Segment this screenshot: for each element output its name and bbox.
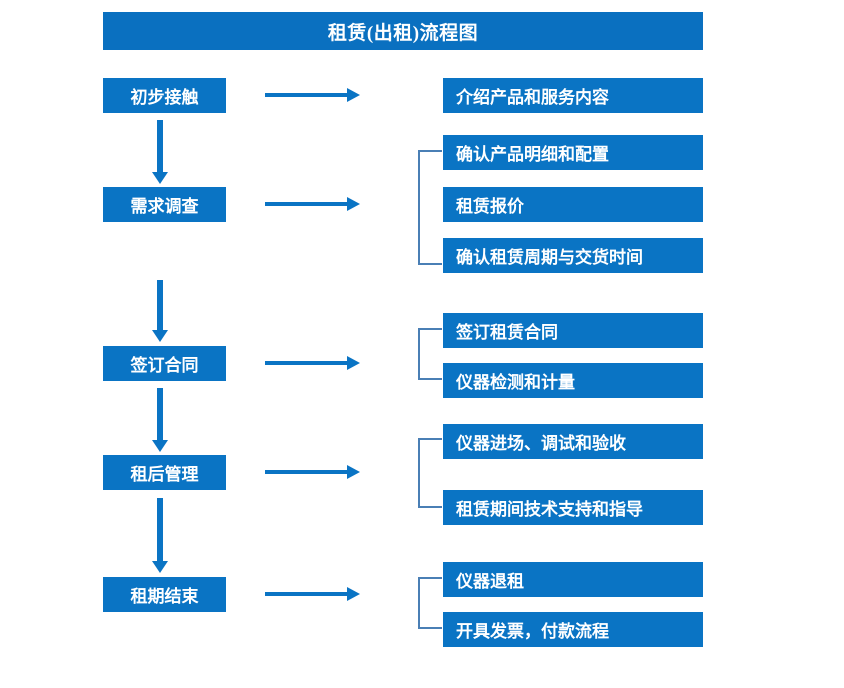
arrow-shaft [265, 592, 348, 596]
stage-box-3[interactable]: 签订合同 [103, 346, 226, 381]
arrow-shaft [157, 498, 163, 561]
stage-flow-arrow-3 [152, 388, 168, 452]
arrow-shaft [265, 470, 348, 474]
arrow-shaft [157, 120, 163, 172]
group-bracket-2 [418, 328, 442, 380]
group-bracket-3 [418, 438, 442, 508]
stage-flow-arrow-2 [152, 280, 168, 342]
task-box-10[interactable]: 开具发票，付款流程 [443, 612, 703, 647]
stage-box-1[interactable]: 初步接触 [103, 78, 226, 113]
task-box-5[interactable]: 签订租赁合同 [443, 313, 703, 348]
task-box-8[interactable]: 租赁期间技术支持和指导 [443, 490, 703, 525]
stage-flow-arrow-4 [152, 498, 168, 573]
stage-box-5[interactable]: 租期结束 [103, 577, 226, 612]
stage-to-task-arrow-3 [265, 356, 360, 370]
task-box-3[interactable]: 租赁报价 [443, 187, 703, 222]
arrow-head [347, 197, 360, 211]
flowchart-title: 租赁(出租)流程图 [103, 12, 703, 50]
group-bracket-1 [418, 150, 442, 265]
task-box-2[interactable]: 确认产品明细和配置 [443, 135, 703, 170]
arrow-shaft [157, 280, 163, 330]
task-box-9[interactable]: 仪器退租 [443, 562, 703, 597]
arrow-shaft [265, 361, 348, 365]
arrow-head [347, 356, 360, 370]
arrow-head [152, 330, 168, 342]
stage-to-task-arrow-4 [265, 465, 360, 479]
arrow-head [152, 440, 168, 452]
stage-to-task-arrow-2 [265, 197, 360, 211]
task-box-1[interactable]: 介绍产品和服务内容 [443, 78, 703, 113]
task-box-7[interactable]: 仪器进场、调试和验收 [443, 424, 703, 459]
arrow-head [152, 172, 168, 184]
stage-flow-arrow-1 [152, 120, 168, 184]
stage-to-task-arrow-5 [265, 587, 360, 601]
arrow-head [347, 88, 360, 102]
arrow-shaft [265, 202, 348, 206]
task-box-4[interactable]: 确认租赁周期与交货时间 [443, 238, 703, 273]
task-box-6[interactable]: 仪器检测和计量 [443, 363, 703, 398]
stage-box-2[interactable]: 需求调查 [103, 187, 226, 222]
arrow-head [347, 465, 360, 479]
stage-to-task-arrow-1 [265, 88, 360, 102]
group-bracket-4 [418, 577, 442, 629]
arrow-head [152, 561, 168, 573]
arrow-shaft [265, 93, 348, 97]
arrow-shaft [157, 388, 163, 440]
arrow-head [347, 587, 360, 601]
stage-box-4[interactable]: 租后管理 [103, 455, 226, 490]
